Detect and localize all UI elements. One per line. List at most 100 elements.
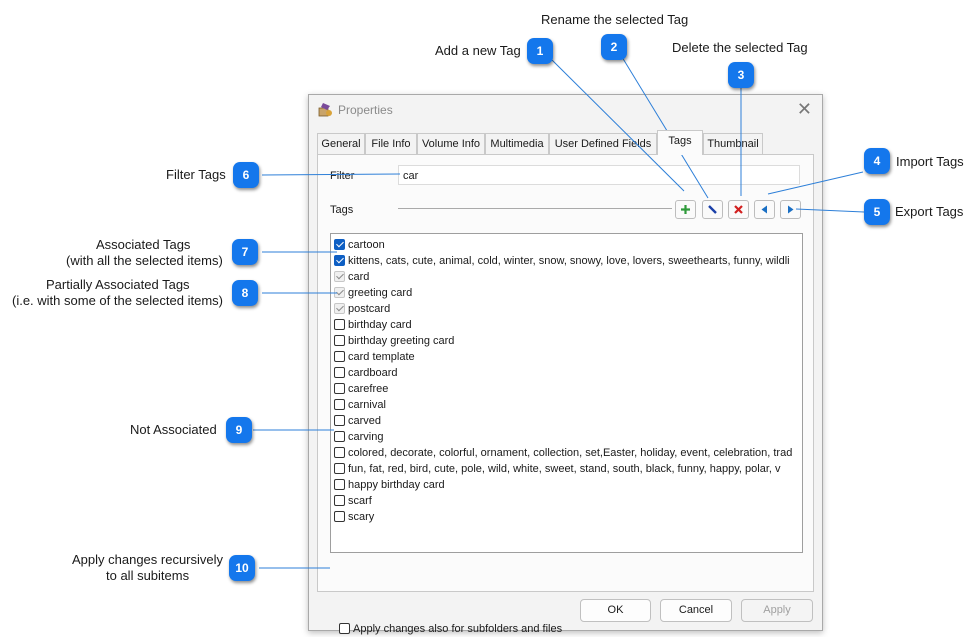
tab-file-info[interactable]: File Info — [365, 133, 417, 154]
recursive-checkbox[interactable] — [339, 623, 350, 634]
tag-row[interactable]: kittens, cats, cute, animal, cold, winte… — [334, 253, 800, 269]
tag-checkbox[interactable] — [334, 255, 345, 266]
tag-checkbox[interactable] — [334, 383, 345, 394]
tag-label: fun, fat, red, bird, cute, pole, wild, w… — [348, 463, 781, 475]
tag-checkbox[interactable] — [334, 431, 345, 442]
delete-tag-button[interactable] — [728, 200, 749, 219]
callout-badge-8: 8 — [232, 280, 258, 306]
tag-row[interactable]: carnival — [334, 397, 800, 413]
tag-row[interactable]: colored, decorate, colorful, ornament, c… — [334, 445, 800, 461]
close-icon[interactable]: ✕ — [796, 99, 812, 119]
tag-label: colored, decorate, colorful, ornament, c… — [348, 447, 793, 459]
tag-label: cartoon — [348, 239, 385, 251]
add-tag-button[interactable] — [675, 200, 696, 219]
callout-associated-line1: Associated Tags — [96, 237, 191, 252]
tags-panel: Filter car Tags cartoon kittens, cats, cu… — [317, 154, 814, 635]
app-icon — [318, 103, 332, 117]
tag-checkbox[interactable] — [334, 271, 345, 282]
tag-row[interactable]: birthday greeting card — [334, 333, 800, 349]
callout-badge-1: 1 — [527, 38, 553, 64]
callout-partial-line2: (i.e. with some of the selected items) — [12, 293, 223, 308]
ok-button[interactable]: OK — [580, 599, 651, 622]
tag-row[interactable]: scarf — [334, 493, 800, 509]
tag-label: carefree — [348, 383, 389, 395]
tag-checkbox[interactable] — [334, 399, 345, 410]
tag-row[interactable]: greeting card — [334, 285, 800, 301]
tab-tags[interactable]: Tags — [657, 130, 703, 155]
tag-checkbox[interactable] — [334, 479, 345, 490]
callout-badge-2: 2 — [601, 34, 627, 60]
tag-label: cardboard — [348, 367, 398, 379]
tag-row[interactable]: fun, fat, red, bird, cute, pole, wild, w… — [334, 461, 800, 477]
tab-thumbnail[interactable]: Thumbnail — [703, 133, 763, 154]
callout-recursive-line2: to all subitems — [106, 568, 190, 583]
tag-row[interactable]: carving — [334, 429, 800, 445]
tag-row[interactable]: card template — [334, 349, 800, 365]
dialog-title: Properties — [338, 103, 393, 117]
tag-row[interactable]: happy birthday card — [334, 477, 800, 493]
tag-row[interactable]: postcard — [334, 301, 800, 317]
properties-dialog: Properties ✕ General File Info Volume In… — [308, 94, 823, 635]
tag-label: scary — [348, 511, 375, 523]
tab-volume-info[interactable]: Volume Info — [417, 133, 485, 154]
tag-row[interactable]: cardboard — [334, 365, 800, 381]
rename-tag-button[interactable] — [702, 200, 723, 219]
import-tags-button[interactable] — [754, 200, 775, 219]
title-bar: Properties ✕ — [309, 95, 822, 125]
callout-rename-tag: Rename the selected Tag — [541, 12, 689, 27]
tag-checkbox[interactable] — [334, 351, 345, 362]
tag-label: birthday card — [348, 319, 412, 331]
callout-add-tag: Add a new Tag — [435, 43, 521, 58]
callout-delete-tag: Delete the selected Tag — [672, 40, 808, 55]
callout-badge-7: 7 — [232, 239, 258, 265]
callout-associated-line2: (with all the selected items) — [66, 253, 223, 268]
plus-icon — [681, 205, 690, 214]
callout-badge-6: 6 — [233, 162, 259, 188]
tag-checkbox[interactable] — [334, 335, 345, 346]
pencil-icon — [708, 205, 717, 214]
filter-label: Filter — [330, 170, 355, 182]
export-tags-button[interactable] — [780, 200, 801, 219]
tag-checkbox[interactable] — [334, 511, 345, 522]
tag-row[interactable]: cartoon — [334, 237, 800, 253]
tag-row[interactable]: birthday card — [334, 317, 800, 333]
tag-checkbox[interactable] — [334, 319, 345, 330]
tag-checkbox[interactable] — [334, 239, 345, 250]
callout-partial-line1: Partially Associated Tags — [46, 277, 190, 292]
tag-label: postcard — [348, 303, 391, 315]
tag-label: carnival — [348, 399, 386, 411]
tab-user-defined-fields[interactable]: User Defined Fields — [549, 133, 657, 154]
cross-icon — [734, 205, 743, 214]
tag-row[interactable]: carved — [334, 413, 800, 429]
tag-label: greeting card — [348, 287, 413, 299]
tab-general[interactable]: General — [317, 133, 365, 154]
tag-label: card template — [348, 351, 415, 363]
tag-row[interactable]: carefree — [334, 381, 800, 397]
tag-checkbox[interactable] — [334, 367, 345, 378]
tag-checkbox[interactable] — [334, 415, 345, 426]
tag-checkbox[interactable] — [334, 303, 345, 314]
recursive-label: Apply changes also for subfolders and fi… — [353, 623, 563, 635]
tag-list[interactable]: cartoon kittens, cats, cute, animal, cold… — [330, 233, 803, 553]
tag-row[interactable]: scary — [334, 509, 800, 525]
tags-separator — [398, 208, 672, 209]
callout-import-tags: Import Tags — [896, 154, 964, 169]
cancel-button[interactable]: Cancel — [660, 599, 732, 622]
tab-multimedia[interactable]: Multimedia — [485, 133, 549, 154]
tag-checkbox[interactable] — [334, 463, 345, 474]
tag-checkbox[interactable] — [334, 287, 345, 298]
tag-checkbox[interactable] — [334, 495, 345, 506]
tag-row[interactable]: card — [334, 269, 800, 285]
tag-label: card — [348, 271, 370, 283]
callout-badge-10: 10 — [229, 555, 255, 581]
callout-export-tags: Export Tags — [895, 204, 964, 219]
tags-label: Tags — [330, 204, 354, 216]
apply-button[interactable]: Apply — [741, 599, 813, 622]
callout-badge-5: 5 — [864, 199, 890, 225]
callout-badge-9: 9 — [226, 417, 252, 443]
tag-checkbox[interactable] — [334, 447, 345, 458]
callout-not-associated: Not Associated — [130, 422, 217, 437]
tag-label: scarf — [348, 495, 372, 507]
filter-input[interactable]: car — [398, 165, 800, 185]
right-arrow-icon — [788, 205, 794, 214]
